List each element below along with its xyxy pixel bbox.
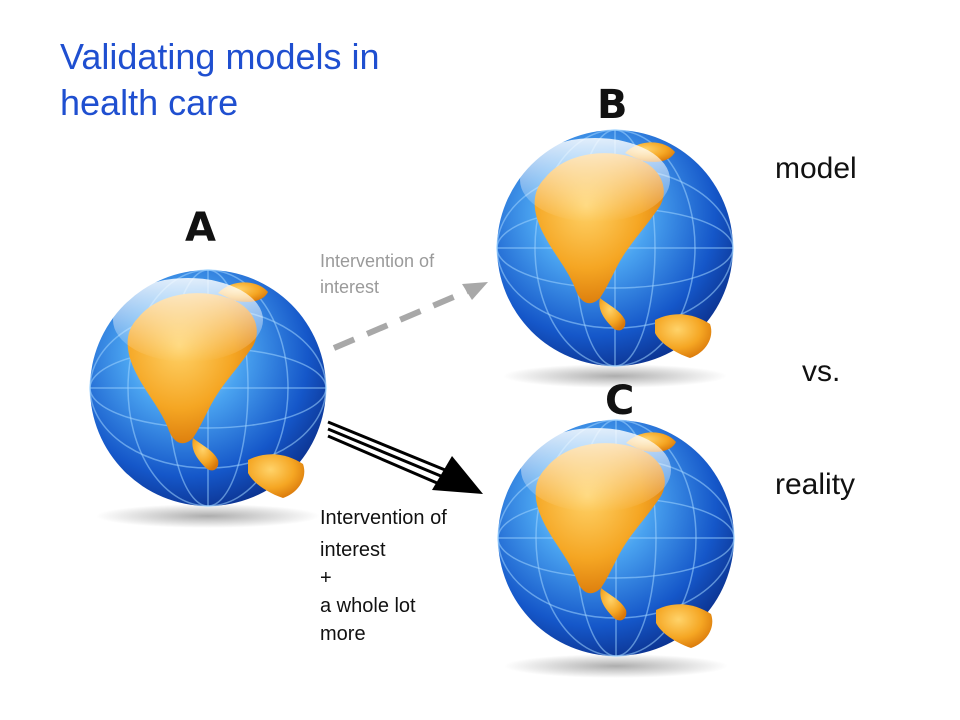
solid-arrow-label-line: + [320, 567, 332, 589]
solid-arrow-label-line: interest [320, 539, 386, 561]
solid-arrow-label: Intervention of interest + a whole lot m… [320, 504, 447, 648]
reality-label: reality [775, 468, 856, 501]
globe-b-label: B [597, 82, 628, 128]
globe-a-icon [89, 269, 327, 529]
page-title: Validating models in health care [60, 36, 380, 123]
solid-arrow-label-line: a whole lot [320, 595, 416, 617]
globe-b-icon [496, 129, 734, 389]
globe-c-icon [497, 419, 735, 679]
solid-arrow-label-line: Intervention of [320, 507, 447, 529]
dashed-arrow-label: Intervention of interest [320, 251, 435, 297]
dashed-arrow [332, 282, 488, 351]
model-label: model [775, 152, 857, 185]
solid-arrow-label-line: more [320, 623, 366, 645]
solid-arrow [327, 420, 483, 494]
globe-c-label: C [605, 378, 635, 424]
globe-a-label: A [185, 205, 216, 251]
vs-label: vs. [802, 355, 841, 388]
